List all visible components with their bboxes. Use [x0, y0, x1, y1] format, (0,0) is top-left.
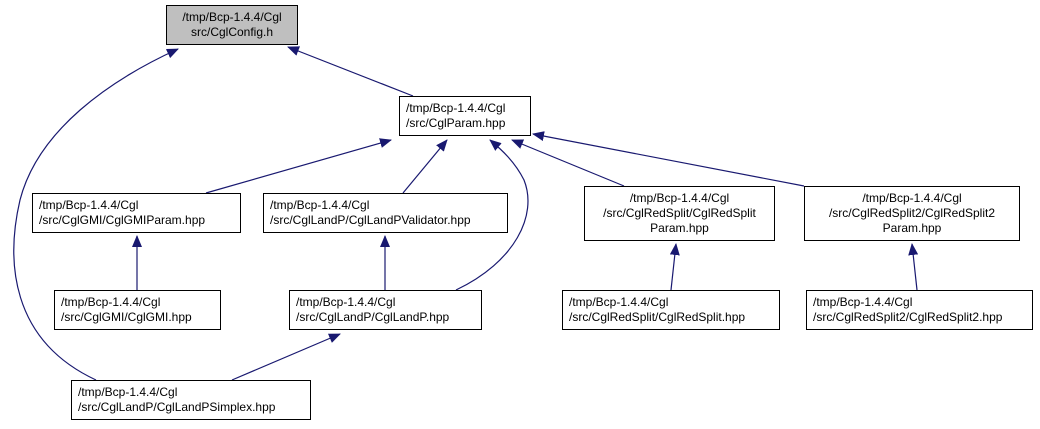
- node-line: /tmp/Bcp-1.4.4/Cgl: [78, 385, 178, 399]
- node-line: /tmp/Bcp-1.4.4/Cgl: [296, 295, 396, 309]
- node-cglgmi-hpp[interactable]: /tmp/Bcp-1.4.4/Cgl /src/CglGMI/CglGMI.hp…: [54, 290, 221, 330]
- node-line: /src/CglGMI/CglGMI.hpp: [61, 310, 192, 324]
- node-cglgmiparam-hpp[interactable]: /tmp/Bcp-1.4.4/Cgl /src/CglGMI/CglGMIPar…: [32, 193, 241, 233]
- node-line: /tmp/Bcp-1.4.4/Cgl: [569, 295, 669, 309]
- node-line: /src/CglRedSplit2/CglRedSplit2: [828, 206, 996, 220]
- node-line: /src/CglRedSplit/CglRedSplit.hpp: [569, 310, 746, 324]
- node-line: /tmp/Bcp-1.4.4/Cgl: [61, 295, 161, 309]
- node-line: /src/CglLandP/CglLandPValidator.hpp: [270, 213, 471, 227]
- node-line: Param.hpp: [650, 221, 709, 235]
- node-line: /src/CglRedSplit/CglRedSplit: [603, 206, 756, 220]
- node-cglredsplit2-hpp[interactable]: /tmp/Bcp-1.4.4/Cgl /src/CglRedSplit2/Cgl…: [806, 290, 1033, 330]
- node-cgllandpvalidator-hpp[interactable]: /tmp/Bcp-1.4.4/Cgl /src/CglLandP/CglLand…: [263, 193, 508, 233]
- node-cglredsplit-hpp[interactable]: /tmp/Bcp-1.4.4/Cgl /src/CglRedSplit/CglR…: [562, 290, 780, 330]
- edge-redsplit-to-redsplitparam: [669, 243, 680, 291]
- node-cglredsplitparam-hpp[interactable]: /tmp/Bcp-1.4.4/Cgl /src/CglRedSplit/CglR…: [584, 186, 775, 241]
- node-line: src/CglConfig.h: [190, 25, 274, 39]
- edge-landpsimplex-to-config: [13, 48, 179, 381]
- edge-redsplit2param-to-param: [532, 131, 805, 187]
- node-cglparam-hpp[interactable]: /tmp/Bcp-1.4.4/Cgl /src/CglParam.hpp: [399, 96, 531, 136]
- edge-redsplit2-to-redsplit2param: [908, 243, 919, 291]
- node-line: /src/CglParam.hpp: [406, 116, 506, 130]
- node-line: /tmp/Bcp-1.4.4/Cgl: [862, 191, 962, 205]
- node-cgllandp-hpp[interactable]: /tmp/Bcp-1.4.4/Cgl /src/CglLandP/CglLand…: [289, 290, 482, 330]
- node-line: /tmp/Bcp-1.4.4/Cgl: [39, 198, 139, 212]
- node-line: /tmp/Bcp-1.4.4/Cgl: [182, 10, 282, 24]
- node-line: /src/CglRedSplit2/CglRedSplit2.hpp: [813, 310, 1003, 324]
- node-line: /tmp/Bcp-1.4.4/Cgl: [629, 191, 730, 205]
- edge-landpsimplex-to-landp: [231, 333, 341, 381]
- edge-gmiparam-to-param: [205, 138, 392, 194]
- edge-landpvalidator-to-param: [402, 139, 448, 194]
- edge-param-to-config: [287, 46, 414, 97]
- node-line: /src/CglLandP/CglLandP.hpp: [296, 310, 450, 324]
- edge-redsplitparam-to-param: [511, 139, 625, 187]
- node-line: /tmp/Bcp-1.4.4/Cgl: [813, 295, 913, 309]
- node-line: /src/CglGMI/CglGMIParam.hpp: [39, 213, 206, 227]
- node-cglredsplit2param-hpp[interactable]: /tmp/Bcp-1.4.4/Cgl /src/CglRedSplit2/Cgl…: [804, 186, 1020, 241]
- node-cgllandpsimplex-hpp[interactable]: /tmp/Bcp-1.4.4/Cgl /src/CglLandP/CglLand…: [71, 380, 311, 420]
- node-cglconfig-h[interactable]: /tmp/Bcp-1.4.4/Cgl src/CglConfig.h: [166, 5, 298, 45]
- node-line: /src/CglLandP/CglLandPSimplex.hpp: [78, 400, 276, 414]
- node-line: /tmp/Bcp-1.4.4/Cgl: [270, 198, 370, 212]
- edge-landp-to-param: [455, 139, 529, 291]
- node-line: /tmp/Bcp-1.4.4/Cgl: [406, 101, 506, 115]
- node-line: Param.hpp: [882, 221, 942, 235]
